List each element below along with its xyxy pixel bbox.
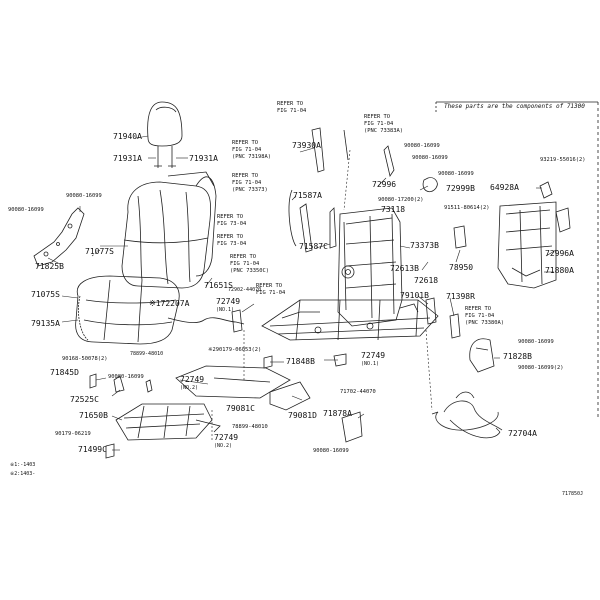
part-label-78899-48010-a: 78899-48010 xyxy=(130,351,164,357)
seat-cushion-drawing xyxy=(75,275,180,345)
part-label-71940A: 71940A xyxy=(113,132,142,141)
back-panel-drawing xyxy=(497,201,557,289)
part-label-71931A-left: 71931A xyxy=(113,154,142,163)
part-label-71702-44070: 71702-44070 xyxy=(340,389,376,395)
refer-to-fig-71-04-pnc-73373: REFER TO FIG 71-04 (PNC 73373) xyxy=(232,173,268,193)
side-cover-drawing xyxy=(469,338,495,373)
footer-legend-2: ※2:1403- xyxy=(10,471,36,477)
part-label-64928A: 64928A xyxy=(490,183,519,192)
part-label-71880A: 71880A xyxy=(545,266,574,275)
part-label-73930A: 73930A xyxy=(292,141,321,150)
part-label-90080-16099-c: 90080-16099 xyxy=(108,374,144,380)
part-label-90080-16099-d: 90080-16099 xyxy=(313,448,349,454)
part-label-72749-c: 72749 xyxy=(214,433,239,442)
refer-to-fig-71-04-pnc-73198A: REFER TO FIG 71-04 (PNC 73198A) xyxy=(232,140,271,160)
part-label-72749-d-sub: (NO.1) xyxy=(361,361,380,367)
footer-legend-1: ※1:-1403 xyxy=(10,462,36,468)
part-label-79101B: 79101B xyxy=(400,291,429,300)
refer-to-fig-73-04-b: REFER TO FIG 73-04 xyxy=(217,234,247,247)
part-label-72996: 72996 xyxy=(372,180,397,189)
refer-to-fig-71-04-a: REFER TO FIG 71-04 xyxy=(277,101,307,114)
part-label-71828B: 71828B xyxy=(503,352,532,361)
part-label-72749-a-sub: (NO.1) xyxy=(216,307,235,313)
refer-to-fig-71-04-pnc-73380A: REFER TO FIG 71-04 (PNC 73380A) xyxy=(465,306,504,326)
refer-to-fig-71-04-pnc-73383A: REFER TO FIG 71-04 (PNC 73383A) xyxy=(364,114,403,134)
part-label-73373B: 73373B xyxy=(410,241,439,250)
figure-code: 717850J xyxy=(562,491,584,497)
part-label-79135A: 79135A xyxy=(31,319,60,328)
headrest-drawing xyxy=(147,101,183,168)
part-label-90080-16099-b: 90080-16099 xyxy=(8,207,44,213)
part-label-71499C: 71499C xyxy=(78,445,107,454)
header-note-box xyxy=(435,101,599,420)
part-label-72996A: 72996A xyxy=(545,249,574,258)
side-bracket-drawing xyxy=(33,207,85,267)
part-label-72525C: 72525C xyxy=(70,395,99,404)
part-label-90080-16099-e: 90080-16099 xyxy=(404,143,440,149)
refer-to-fig-71-04-pnc-73350C: REFER TO FIG 71-04 (PNC 73350C) xyxy=(230,254,269,274)
part-label-90168-50078: 90168-50078(2) xyxy=(62,356,108,362)
seatback-drawing xyxy=(121,171,217,289)
header-note: These parts are the components of 71300 xyxy=(444,103,585,110)
part-label-71848B: 71848B xyxy=(286,357,315,366)
part-label-71845D: 71845D xyxy=(50,368,79,377)
part-label-90179-06219: 90179-06219 xyxy=(55,431,91,437)
part-label-71075S: 71075S xyxy=(31,290,60,299)
part-label-72902-44070: 72902-44070 xyxy=(228,287,262,293)
part-label-90080-16099-i: 90080-16099(2) xyxy=(518,365,564,371)
part-label-72749-a: 72749 xyxy=(216,297,241,306)
part-label-90080-16099-g: 90080-16099 xyxy=(438,171,474,177)
part-label-90080-16099-h: 90080-16099 xyxy=(518,339,554,345)
small-parts-drawing xyxy=(89,127,571,459)
seat-frame-drawing xyxy=(299,203,403,327)
part-label-90080-17200: 90080-17200(2) xyxy=(378,197,424,203)
cable-drawing xyxy=(167,317,245,325)
part-label-72749-b-sub: (NO.2) xyxy=(180,385,199,391)
refer-to-fig-71-04-b: REFER TO FIG 71-04 xyxy=(256,283,286,296)
part-label-72749-b: 72749 xyxy=(180,375,205,384)
refer-to-fig-73-04-a: REFER TO FIG 73-04 xyxy=(217,214,247,227)
part-label-79081C: 79081C xyxy=(226,404,255,413)
seat-rails-drawing xyxy=(261,299,439,341)
part-label-72749-d: 72749 xyxy=(361,351,386,360)
part-label-71587C: 71587C xyxy=(299,242,328,251)
cushion-frame-drawing xyxy=(115,403,221,441)
part-label-72749-c-sub: (NO.2) xyxy=(214,443,233,449)
part-label-72999B: 72999B xyxy=(446,184,475,193)
part-label-71650B: 71650B xyxy=(79,411,108,420)
part-label-71587A: 71587A xyxy=(293,191,322,200)
part-label-71878A: 71878A xyxy=(323,409,352,418)
part-label-71651S: 71651S xyxy=(204,281,233,290)
part-label-71825B: 71825B xyxy=(35,262,64,271)
part-label-73118: 73118 xyxy=(381,205,406,214)
part-label-79081D: 79081D xyxy=(288,411,317,420)
part-label-72704A: 72704A xyxy=(508,429,537,438)
part-label-78950: 78950 xyxy=(449,263,474,272)
part-label-91511-80614: 91511-80614(2) xyxy=(444,205,490,211)
part-label-93219-55016: 93219-55016(2) xyxy=(540,157,586,163)
part-label-78899-48010-b: 78899-48010 xyxy=(232,424,268,430)
under-cover-drawing xyxy=(175,365,311,411)
part-label-72207A: ※172207A xyxy=(149,299,190,308)
part-label-71398R: 71398R xyxy=(446,292,475,301)
part-label-72618: 72618 xyxy=(414,276,439,285)
wire-harness-drawing xyxy=(431,391,503,439)
part-label-71931A-right: 71931A xyxy=(189,154,218,163)
leader-lines xyxy=(47,135,557,451)
part-label-72613B: 72613B xyxy=(390,264,419,273)
part-label-90179-06053: ※290179-06053(2) xyxy=(208,347,262,353)
part-label-71077S: 71077S xyxy=(85,247,114,256)
part-label-90080-16099-a: 90080-16099 xyxy=(66,193,102,199)
part-label-90080-16099-f: 90080-16099 xyxy=(412,155,448,161)
